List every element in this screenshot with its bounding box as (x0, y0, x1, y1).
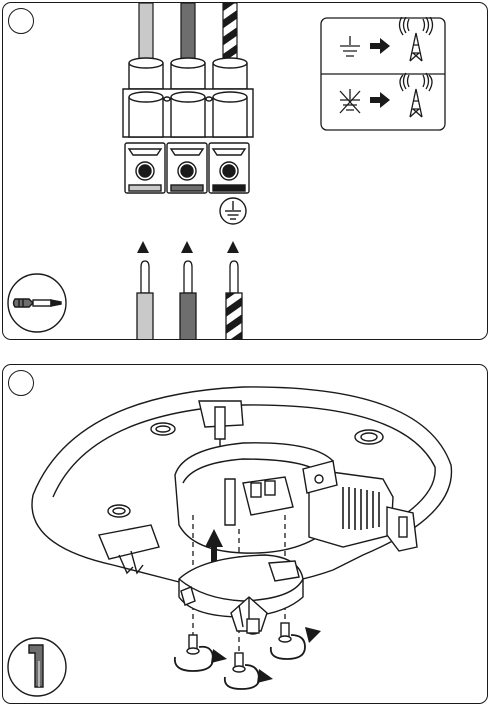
arrow-up-middle (181, 241, 193, 253)
screw-icon (187, 635, 199, 654)
insert-arrows (137, 241, 239, 253)
mounting-diagram (3, 365, 487, 703)
screw-icon (279, 623, 291, 642)
upper-cables (139, 3, 237, 61)
cable-upper-right (223, 3, 237, 61)
step-1-panel (2, 2, 488, 340)
earth-ground-icon (220, 198, 246, 224)
screwdriver-icon (8, 274, 66, 332)
grounding-legend (320, 17, 446, 131)
rotate-arrowheads (211, 627, 321, 683)
wire-left (137, 293, 153, 339)
cable-upper-left (139, 3, 153, 61)
allen-key-icon (8, 638, 66, 696)
arrow-up-right (227, 241, 239, 253)
arrow-up-left (137, 241, 149, 253)
cable-upper-middle (181, 3, 195, 61)
lower-wires (137, 261, 242, 339)
terminal-block (123, 58, 253, 193)
wire-middle (180, 293, 196, 339)
wire-right (226, 293, 242, 339)
base-module (179, 555, 303, 634)
step-2-panel (2, 364, 488, 704)
screw-icon (233, 653, 245, 672)
